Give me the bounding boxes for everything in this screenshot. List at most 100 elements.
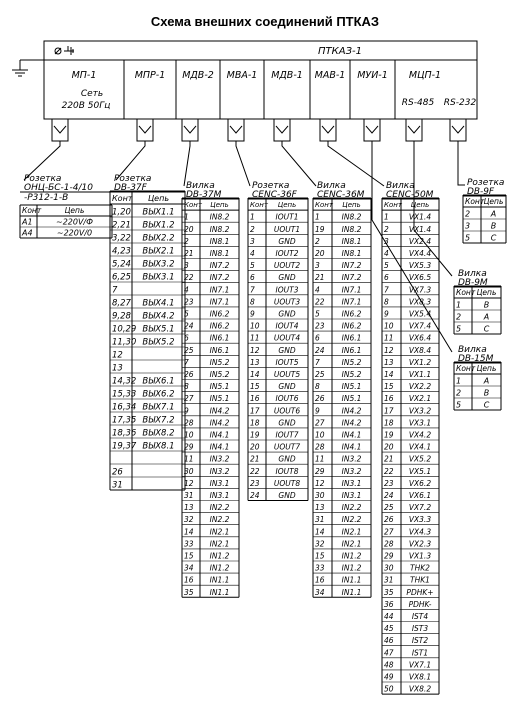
contact-cell: 31 <box>384 576 394 585</box>
contact-cell: 19 <box>315 225 325 234</box>
contact-cell: 18,36 <box>112 429 137 439</box>
contact-cell: 17 <box>250 406 260 415</box>
circuit-cell: IN1.2 <box>210 564 230 573</box>
circuit-cell: PDHK+ <box>406 588 433 597</box>
circuit-cell: С <box>484 401 490 410</box>
contact-cell: 9,28 <box>112 312 132 322</box>
circuit-cell: А <box>483 377 489 386</box>
circuit-cell: IN4.1 <box>342 431 362 440</box>
contact-cell: 27 <box>384 527 394 536</box>
circuit-cell: IN2.1 <box>342 527 362 536</box>
contact-cell: 2 <box>315 237 320 246</box>
contact-cell: 8 <box>184 382 189 391</box>
circuit-cell: ВЫХ1.2 <box>142 221 174 231</box>
circuit-cell: С <box>491 234 497 243</box>
circuit-cell: IN5.1 <box>210 394 230 403</box>
contact-cell: 16 <box>250 394 260 403</box>
module-label: МДВ-1 <box>271 70 303 81</box>
circuit-cell: IN6.1 <box>210 334 230 343</box>
contact-cell: 30 <box>184 467 194 476</box>
contact-cell: 12 <box>112 351 123 361</box>
circuit-cell: VX4.4 <box>409 249 431 258</box>
contact-cell: 20 <box>184 225 194 234</box>
circuit-cell: GND <box>278 273 295 282</box>
contact-cell: 19 <box>384 431 394 440</box>
circuit-cell: IN6.2 <box>210 322 230 331</box>
connector-port-icon <box>363 118 381 142</box>
contact-cell: 5 <box>456 401 461 410</box>
module-label: МВА-1 <box>227 70 258 81</box>
col-header-contact: Конт <box>250 201 269 209</box>
contact-cell: 19,37 <box>112 442 137 452</box>
contact-cell: 1,20 <box>112 208 131 218</box>
contact-cell: 5 <box>384 261 389 270</box>
circuit-cell: В <box>484 389 490 398</box>
circuit-cell: VX8.1 <box>409 673 431 682</box>
circuit-cell: IN2.1 <box>342 539 362 548</box>
connector-kind: Розетка <box>114 174 151 184</box>
contact-cell: 8,27 <box>112 299 132 309</box>
contact-cell: 31 <box>112 481 123 491</box>
circuit-cell: VX5.4 <box>409 310 431 319</box>
contact-cell: 1 <box>184 213 189 222</box>
contact-cell: 2 <box>384 225 389 234</box>
circuit-cell: VX7.1 <box>409 660 431 669</box>
contact-cell: 3 <box>465 222 470 231</box>
col-header-contact: Конт <box>112 194 133 203</box>
circuit-cell: ВЫХ7.2 <box>142 416 174 426</box>
circuit-cell: ВЫХ6.2 <box>142 390 174 400</box>
circuit-cell: IN2.1 <box>210 539 230 548</box>
circuit-cell: VX6.2 <box>409 479 431 488</box>
circuit-cell: IN3.2 <box>342 467 362 476</box>
device-name: ПТКАЗ-1 <box>318 46 362 57</box>
diagram-title: Схема внешних соединений ПТКАЗ <box>151 14 379 29</box>
contact-cell: 5 <box>456 325 461 334</box>
contact-cell: 11 <box>384 334 394 343</box>
circuit-cell: UOUT3 <box>274 297 300 306</box>
circuit-cell: IN5.2 <box>210 358 230 367</box>
contact-cell: 6 <box>184 334 189 343</box>
contact-cell: 1 <box>456 301 461 310</box>
connector-type-cont: -Р312-1-В <box>24 193 68 203</box>
contact-cell: 29 <box>315 467 325 476</box>
circuit-cell: IN2.2 <box>210 515 230 524</box>
leader-line <box>327 141 385 187</box>
mcp-sub-label: RS-485 <box>402 98 435 108</box>
col-header-circuit: Цепь <box>484 197 504 206</box>
circuit-cell: IN4.1 <box>210 443 230 452</box>
circuit-cell: IN7.1 <box>210 285 230 294</box>
circuit-cell: GND <box>278 346 295 355</box>
contact-cell: 2 <box>456 313 461 322</box>
circuit-cell: IN8.2 <box>342 225 362 234</box>
circuit-cell: VX2.1 <box>409 394 431 403</box>
contact-cell: 10,29 <box>112 325 136 335</box>
contact-cell: 15,33 <box>112 390 136 400</box>
col-header-circuit: Цепь <box>342 201 360 209</box>
circuit-cell: GND <box>278 491 295 500</box>
circuit-cell: ~220V/0 <box>57 229 92 238</box>
connector-port-icon <box>136 118 154 142</box>
connector-type: DB-37M <box>186 190 222 200</box>
circuit-cell: VX8.4 <box>409 346 431 355</box>
contact-cell: 10 <box>384 322 394 331</box>
circuit-cell: IN6.2 <box>210 310 230 319</box>
circuit-cell: IN4.2 <box>342 406 362 415</box>
contact-cell: 23 <box>384 479 394 488</box>
contact-cell: 6 <box>250 273 255 282</box>
module-label: МПР-1 <box>135 70 166 81</box>
circuit-cell: UOUT8 <box>274 479 300 488</box>
leader-line <box>23 141 61 181</box>
circuit-cell: IN6.1 <box>210 346 230 355</box>
connector-type: CENC-36F <box>252 190 298 200</box>
col-header-circuit: Цепь <box>477 364 497 373</box>
circuit-cell: ВЫХ3.2 <box>142 260 174 270</box>
circuit-cell: UOUT2 <box>274 261 300 270</box>
contact-cell: 22 <box>250 467 260 476</box>
circuit-cell: UOUT7 <box>274 443 300 452</box>
contact-cell: 23 <box>250 479 260 488</box>
connector-type: DB-9M <box>458 278 488 288</box>
